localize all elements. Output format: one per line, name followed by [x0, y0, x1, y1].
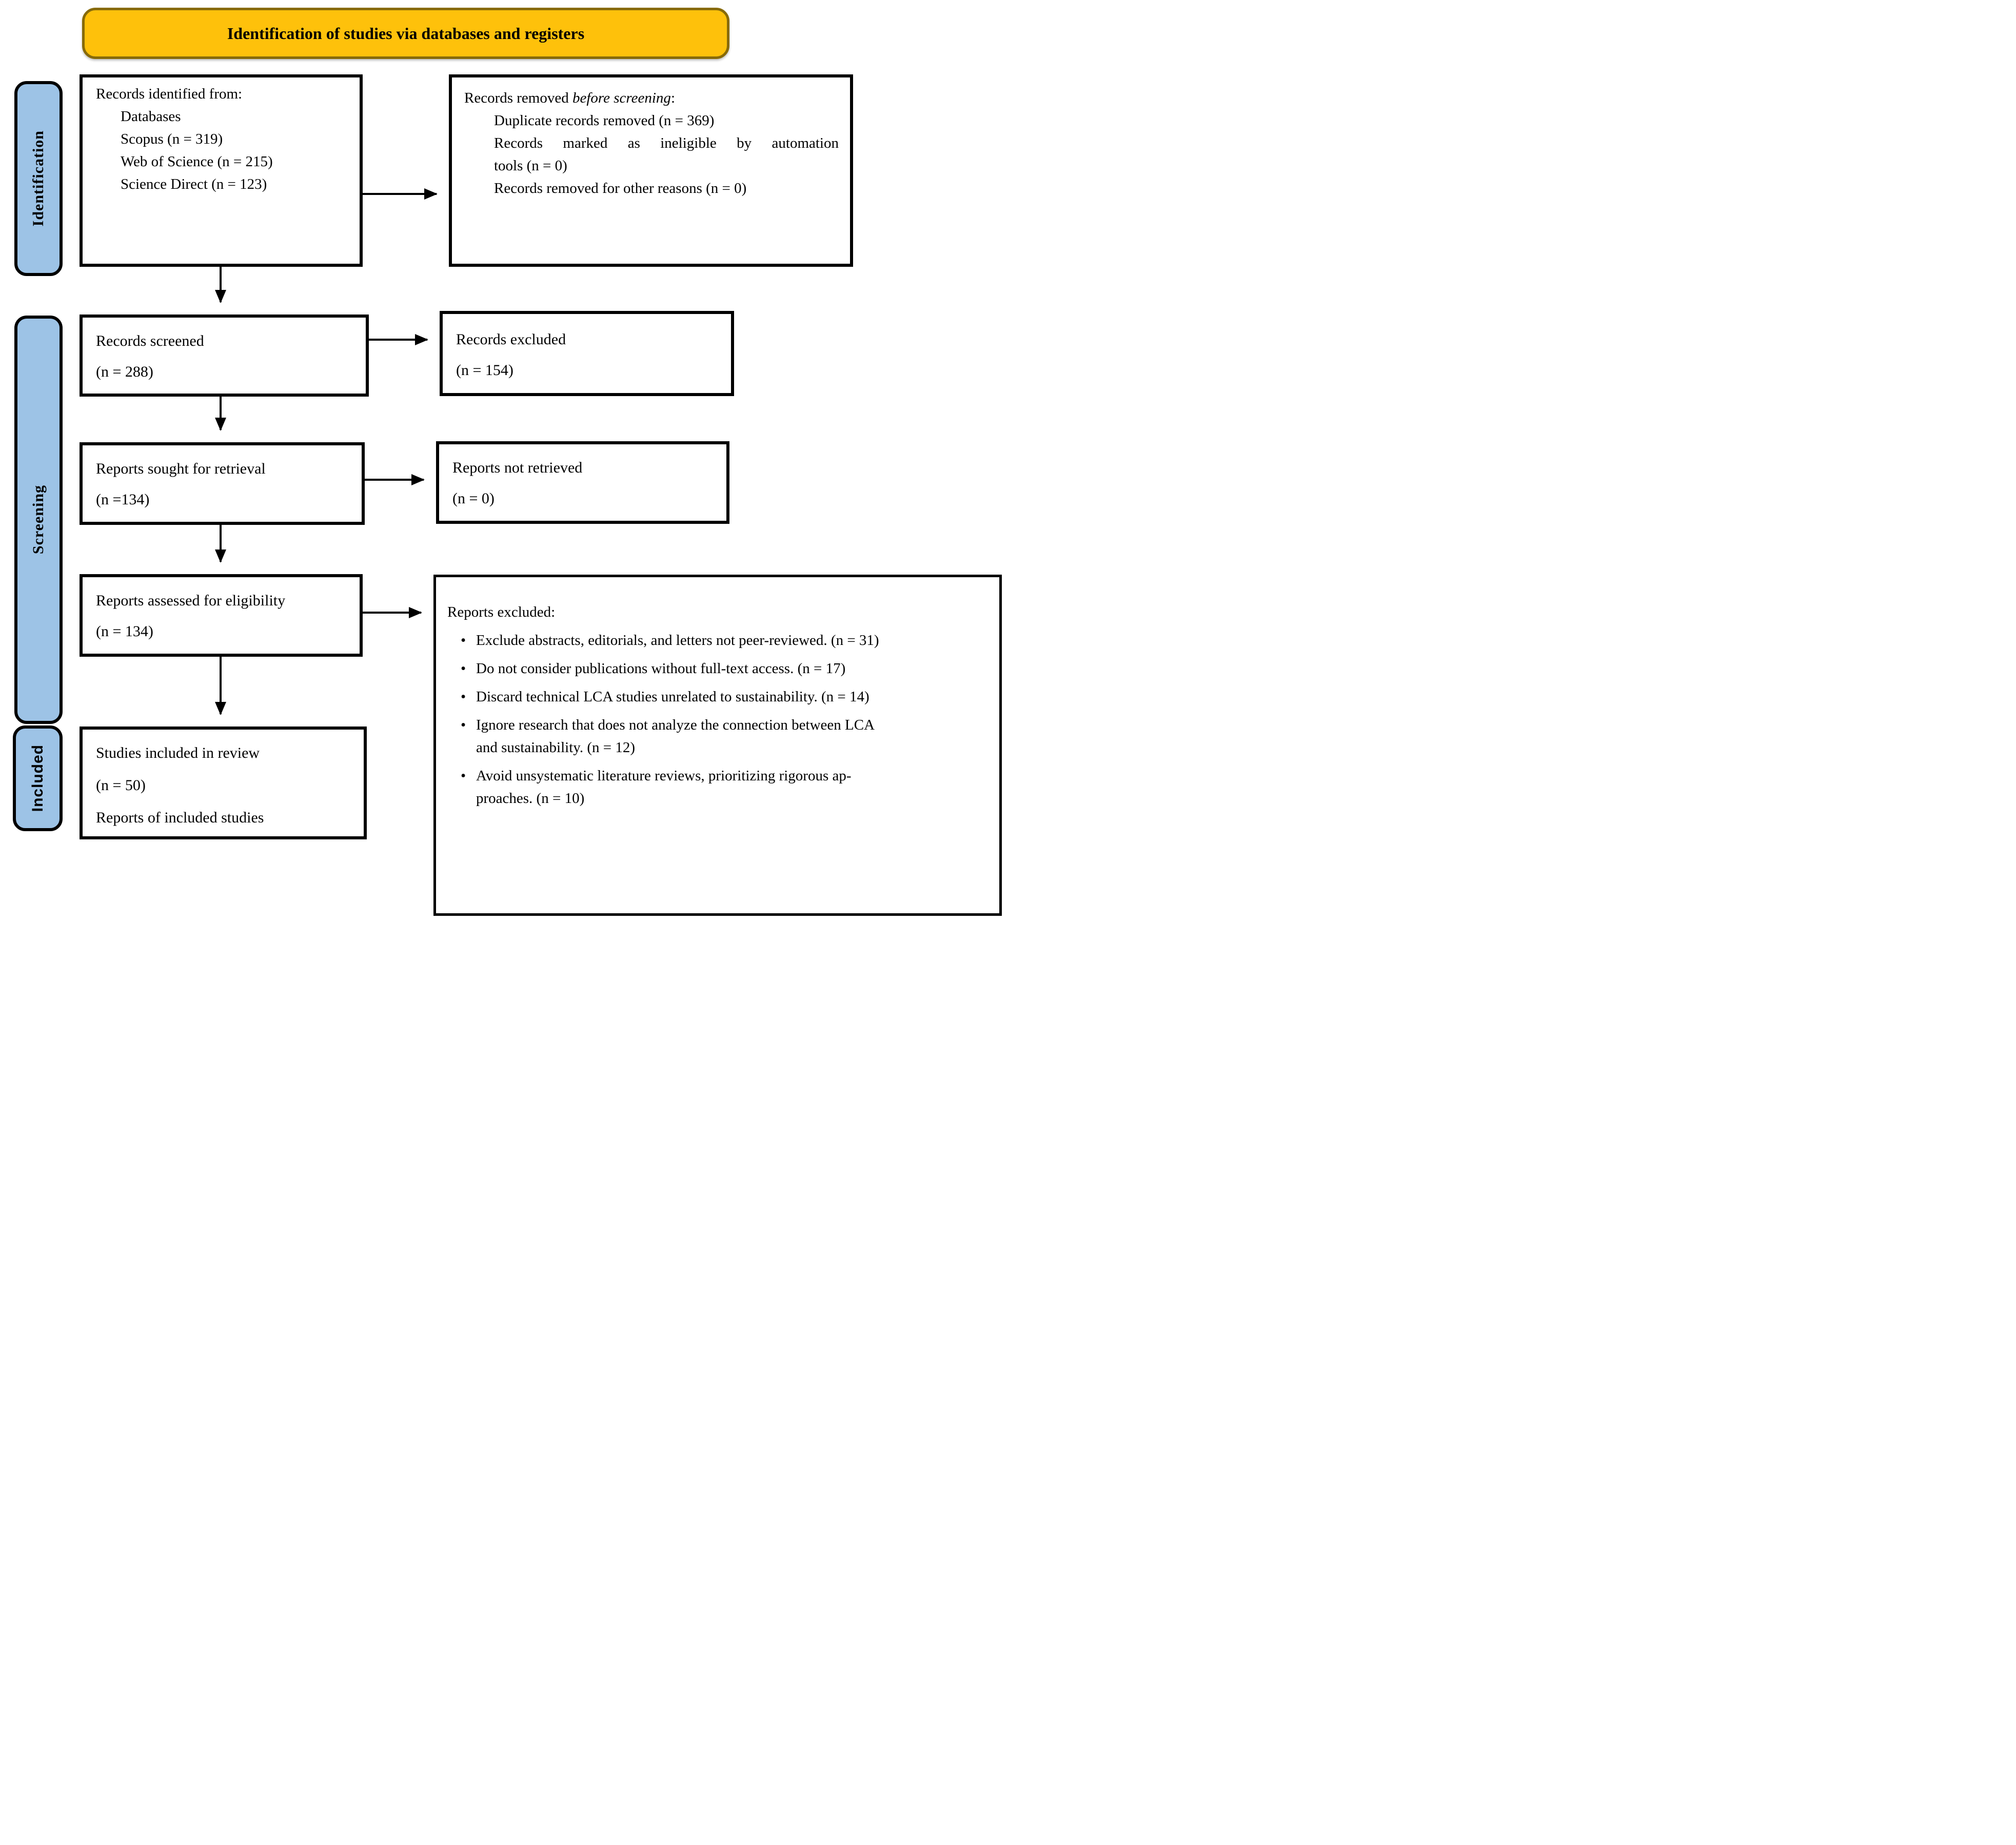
records-identified-item: Science Direct (n = 123)	[121, 176, 267, 192]
records-removed-line: Records marked as ineligible by automati…	[494, 135, 839, 151]
reports-excluded-reason-line: •and sustainability. (n = 12)	[447, 736, 990, 759]
reports-excluded-reason-text: Discard technical LCA studies unrelated …	[476, 689, 869, 705]
box-reports-assessed-for-eligibility: Reports assessed for eligibility (n = 13…	[80, 574, 363, 657]
reports-excluded-reason-text: Exclude abstracts, editorials, and lette…	[476, 632, 879, 649]
box-studies-included-in-review: Studies included in review (n = 50) Repo…	[80, 727, 367, 839]
box-records-excluded: Records excluded (n = 154)	[440, 311, 734, 396]
records-excluded-count: (n = 154)	[456, 362, 513, 379]
reports-excluded-reason-line: • Do not consider publications without fu…	[447, 657, 990, 680]
records-removed-line: tools (n = 0)	[494, 158, 567, 174]
reports-sought-label: Reports sought for retrieval	[96, 460, 266, 477]
prisma-flow-diagram: Identification of studies via databases …	[0, 0, 1008, 923]
reports-excluded-reason-text: Do not consider publications without ful…	[476, 660, 846, 677]
reports-excluded-reason-text: Avoid unsystematic literature reviews, p…	[476, 768, 852, 784]
reports-assessed-count: (n = 134)	[96, 623, 153, 640]
box-reports-sought-for-retrieval: Reports sought for retrieval (n =134)	[80, 442, 365, 525]
records-screened-label: Records screened	[96, 332, 204, 349]
bullet-icon: •	[461, 768, 466, 784]
reports-excluded-title: Reports excluded:	[447, 604, 556, 620]
records-identified-item: Web of Science (n = 215)	[121, 153, 273, 170]
bullet-icon: •	[461, 632, 466, 649]
reports-excluded-reason-line: • Discard technical LCA studies unrelated…	[447, 685, 990, 708]
records-identified-item: Scopus (n = 319)	[121, 131, 223, 147]
records-removed-heading: Records removed before screening:	[464, 87, 840, 109]
box-records-removed: Records removed before screening: Duplic…	[449, 74, 853, 267]
banner-title: Identification of studies via databases …	[227, 24, 585, 43]
bullet-icon: •	[461, 689, 466, 705]
reports-sought-count: (n =134)	[96, 491, 150, 508]
bullet-icon: •	[461, 660, 466, 677]
studies-included-count: (n = 50)	[96, 777, 146, 794]
records-excluded-label: Records excluded	[456, 331, 566, 348]
reports-excluded-reason-line: • Avoid unsystematic literature reviews, …	[447, 764, 990, 787]
records-removed-heading-prefix: Records removed	[464, 90, 572, 106]
reports-excluded-reason-text: Ignore research that does not analyze th…	[476, 717, 875, 733]
records-identified-item: Databases	[121, 108, 181, 125]
records-removed-heading-italic: before screening	[572, 90, 671, 106]
reports-excluded-reason-text: proaches. (n = 10)	[476, 790, 585, 807]
records-removed-heading-suffix: :	[670, 90, 675, 106]
records-identified-heading: Records identified from:	[96, 86, 243, 102]
reports-excluded-lines: • Exclude abstracts, editorials, and lett…	[447, 629, 990, 810]
reports-excluded-reason-line: • Exclude abstracts, editorials, and lett…	[447, 629, 990, 652]
reports-not-retrieved-label: Reports not retrieved	[452, 459, 583, 476]
reports-excluded-reason-line: •proaches. (n = 10)	[447, 787, 990, 810]
reports-excluded-reason-line: • Ignore research that does not analyze t…	[447, 714, 990, 736]
stage-bar-identification: Identification	[14, 81, 63, 276]
stage-label-included: Included	[29, 744, 46, 812]
studies-included-reports-label: Reports of included studies	[96, 809, 264, 826]
reports-excluded-reason-text: and sustainability. (n = 12)	[476, 739, 636, 756]
stage-label-identification: Identification	[30, 130, 47, 227]
stage-label-screening: Screening	[30, 485, 47, 555]
stage-bar-included: Included	[13, 725, 63, 831]
box-records-screened: Records screened (n = 288)	[80, 315, 369, 397]
reports-not-retrieved-count: (n = 0)	[452, 490, 495, 507]
box-reports-excluded-reasons: Reports excluded: • Exclude abstracts, ed…	[433, 575, 1002, 916]
records-screened-count: (n = 288)	[96, 363, 153, 380]
banner-identification-of-studies: Identification of studies via databases …	[82, 8, 729, 59]
records-removed-line: Records removed for other reasons (n = 0…	[494, 180, 747, 197]
records-removed-lines: Duplicate records removed (n = 369) Recor…	[464, 109, 840, 200]
records-removed-line: Duplicate records removed (n = 369)	[494, 112, 715, 129]
studies-included-label: Studies included in review	[96, 744, 260, 761]
box-reports-not-retrieved: Reports not retrieved (n = 0)	[436, 441, 729, 524]
stage-bar-screening: Screening	[14, 316, 63, 724]
bullet-icon: •	[461, 717, 466, 733]
reports-assessed-label: Reports assessed for eligibility	[96, 592, 286, 609]
